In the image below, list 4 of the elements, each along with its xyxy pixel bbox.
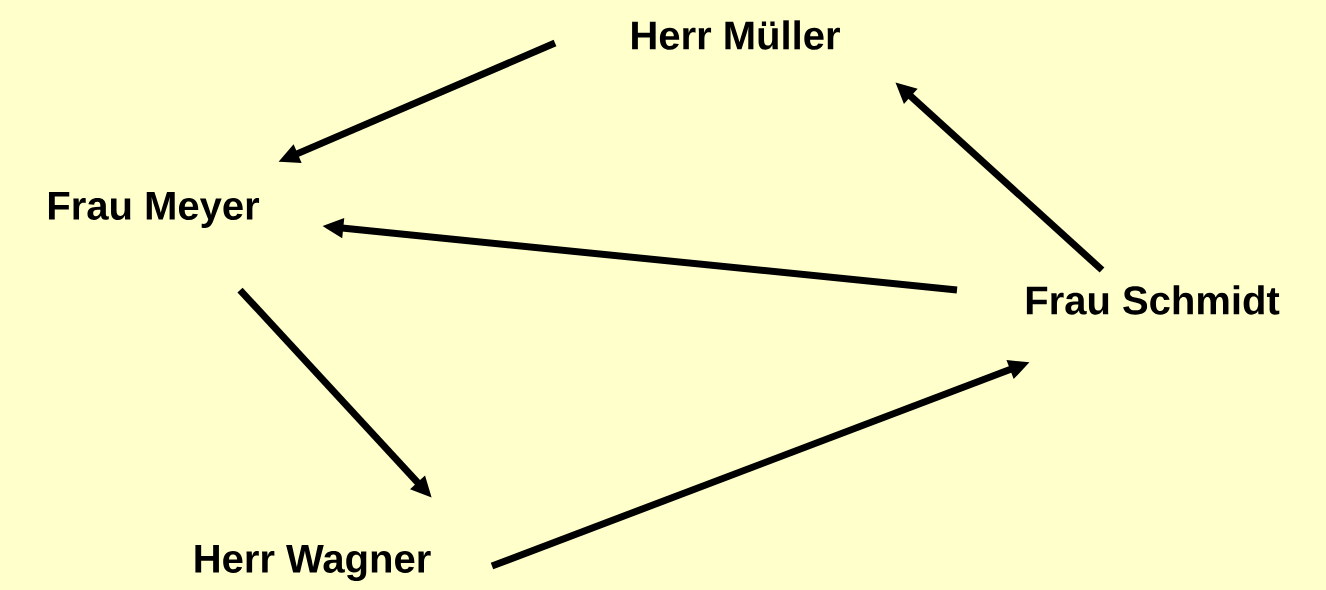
name-label: Frau Meyer (49, 192, 260, 228)
name-label: Herr Wagner (195, 545, 431, 581)
name-label: Herr Müller (632, 20, 840, 50)
name-label: Frau Schmidt (1026, 285, 1280, 315)
